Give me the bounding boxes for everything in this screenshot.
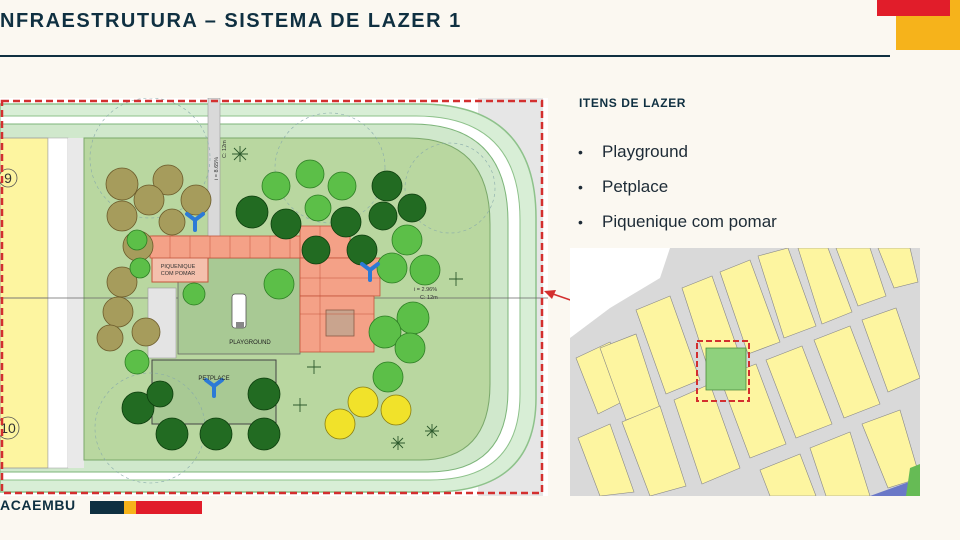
picnic-label-2: COM POMAR <box>161 271 196 277</box>
footer-bar-red <box>136 501 202 514</box>
slope-label: i = 8.65% <box>214 157 220 180</box>
corner-decoration-yellow <box>896 16 960 50</box>
dimension-label: C: 12m <box>222 140 228 158</box>
site-plan: PIQUENIQUE COM POMAR PLAYGROUND PETPLACE… <box>0 98 548 496</box>
title-divider <box>0 55 890 57</box>
corner-decoration-strip <box>950 0 960 16</box>
footer-bar-yellow <box>124 501 136 514</box>
block-number: 10 <box>0 420 16 436</box>
dimension-label: C: 12m <box>420 295 438 301</box>
list-item: •Playground <box>578 142 689 161</box>
items-heading: ITENS DE LAZER <box>579 96 687 110</box>
bullet-icon: • <box>578 214 583 230</box>
petplace-label: PETPLACE <box>198 376 229 382</box>
picnic-label: PIQUENIQUE <box>161 264 196 270</box>
list-item: •Piquenique com pomar <box>578 212 777 231</box>
footer-bar-navy <box>90 501 124 514</box>
list-item: •Petplace <box>578 177 669 196</box>
corner-decoration-red <box>877 0 950 16</box>
playground-label: PLAYGROUND <box>229 340 271 346</box>
footer-brand: ACAEMBU <box>0 497 76 513</box>
location-inset-map <box>570 248 920 496</box>
slide-title: NFRAESTRUTURA – SISTEMA DE LAZER 1 <box>0 10 462 32</box>
block-number: 9 <box>4 170 12 186</box>
bullet-icon: • <box>578 144 583 160</box>
slope-label: i = 2.96% <box>414 287 437 293</box>
bullet-icon: • <box>578 179 583 195</box>
leisure-items-list: •Playground •Petplace •Piquenique com po… <box>578 142 777 247</box>
